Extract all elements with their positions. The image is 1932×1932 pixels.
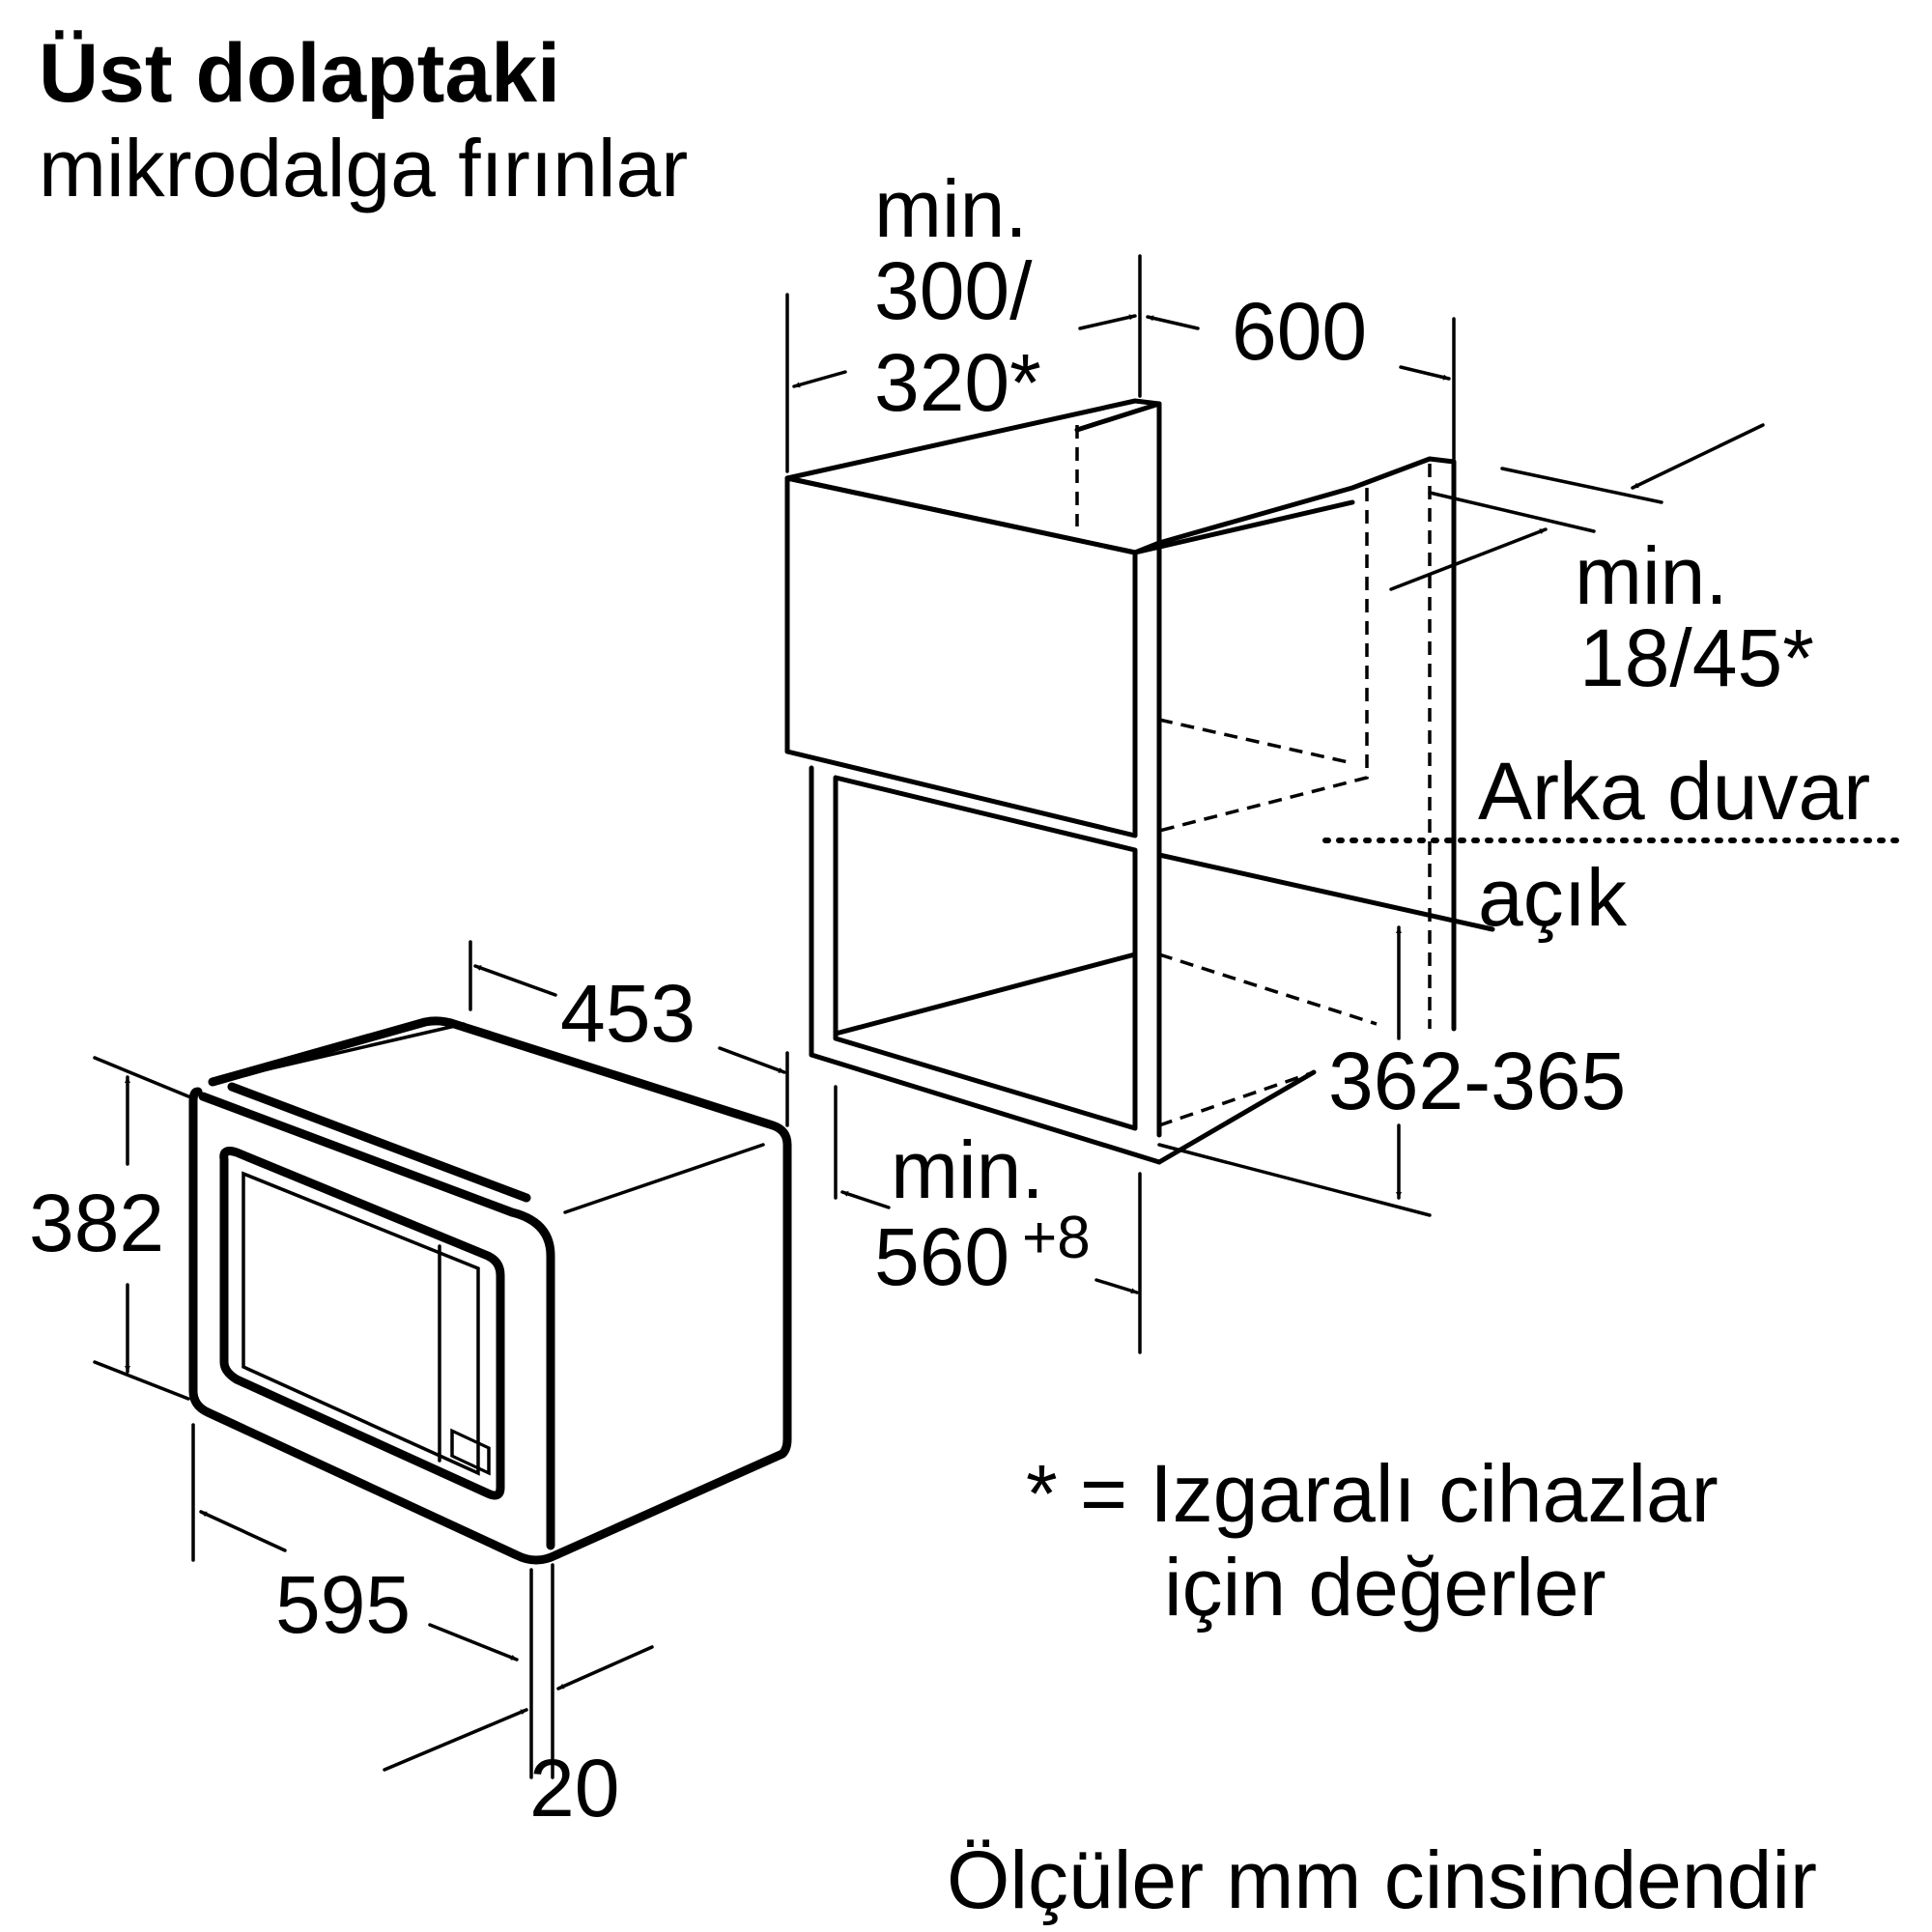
- oven-height-value: 382: [29, 1178, 164, 1268]
- niche-width-tolerance: +8: [1022, 1205, 1091, 1271]
- units-note: Ölçüler mm cinsindendir: [947, 1834, 1817, 1925]
- microwave-oven: [188, 1016, 792, 1565]
- rear-gap-min: min.: [1575, 530, 1728, 621]
- dim-oven-height: 382: [29, 1056, 190, 1401]
- open-label: açık: [1478, 852, 1628, 943]
- wall-cabinet: [784, 398, 1457, 1138]
- cabinet-depth-min: min.: [874, 163, 1028, 254]
- title-line-1: Üst dolaptaki: [39, 27, 560, 120]
- dim-oven-depth: 453: [469, 940, 789, 1127]
- dim-cabinet-depth: min. 300/ 320*: [785, 163, 1142, 473]
- rear-wall-label: Arka duvar: [1478, 746, 1870, 837]
- niche-width-min: min.: [891, 1124, 1044, 1215]
- dim-frame-thickness: 20: [383, 1563, 654, 1833]
- cabinet-depth-value-2: 320*: [874, 337, 1041, 428]
- cabinet-depth-value-1: 300/: [874, 245, 1033, 336]
- rear-wall-indicator: Arka duvar açık: [1322, 746, 1901, 943]
- title-line-2: mikrodalga fırınlar: [39, 123, 688, 213]
- dim-niche-width: min. 560 +8: [834, 1085, 1142, 1354]
- niche-frame: [809, 765, 1495, 1165]
- dim-oven-width: 595: [191, 1423, 519, 1662]
- dim-rear-gap: min. 18/45*: [1389, 423, 1814, 703]
- cabinet-width-value: 600: [1232, 286, 1367, 377]
- footnote-line-1: * = Izgaralı cihazlar: [1026, 1448, 1719, 1539]
- dim-niche-height: 362-365: [1157, 925, 1626, 1217]
- dim-cabinet-width: 600: [1146, 286, 1456, 461]
- oven-depth-value: 453: [560, 968, 696, 1059]
- niche-width-value: 560: [874, 1211, 1009, 1302]
- rear-gap-value: 18/45*: [1579, 612, 1814, 703]
- oven-width-value: 595: [275, 1559, 411, 1650]
- frame-thickness-value: 20: [529, 1743, 619, 1833]
- footnote-line-2: için değerler: [1164, 1542, 1606, 1633]
- niche-height-value: 362-365: [1328, 1036, 1626, 1126]
